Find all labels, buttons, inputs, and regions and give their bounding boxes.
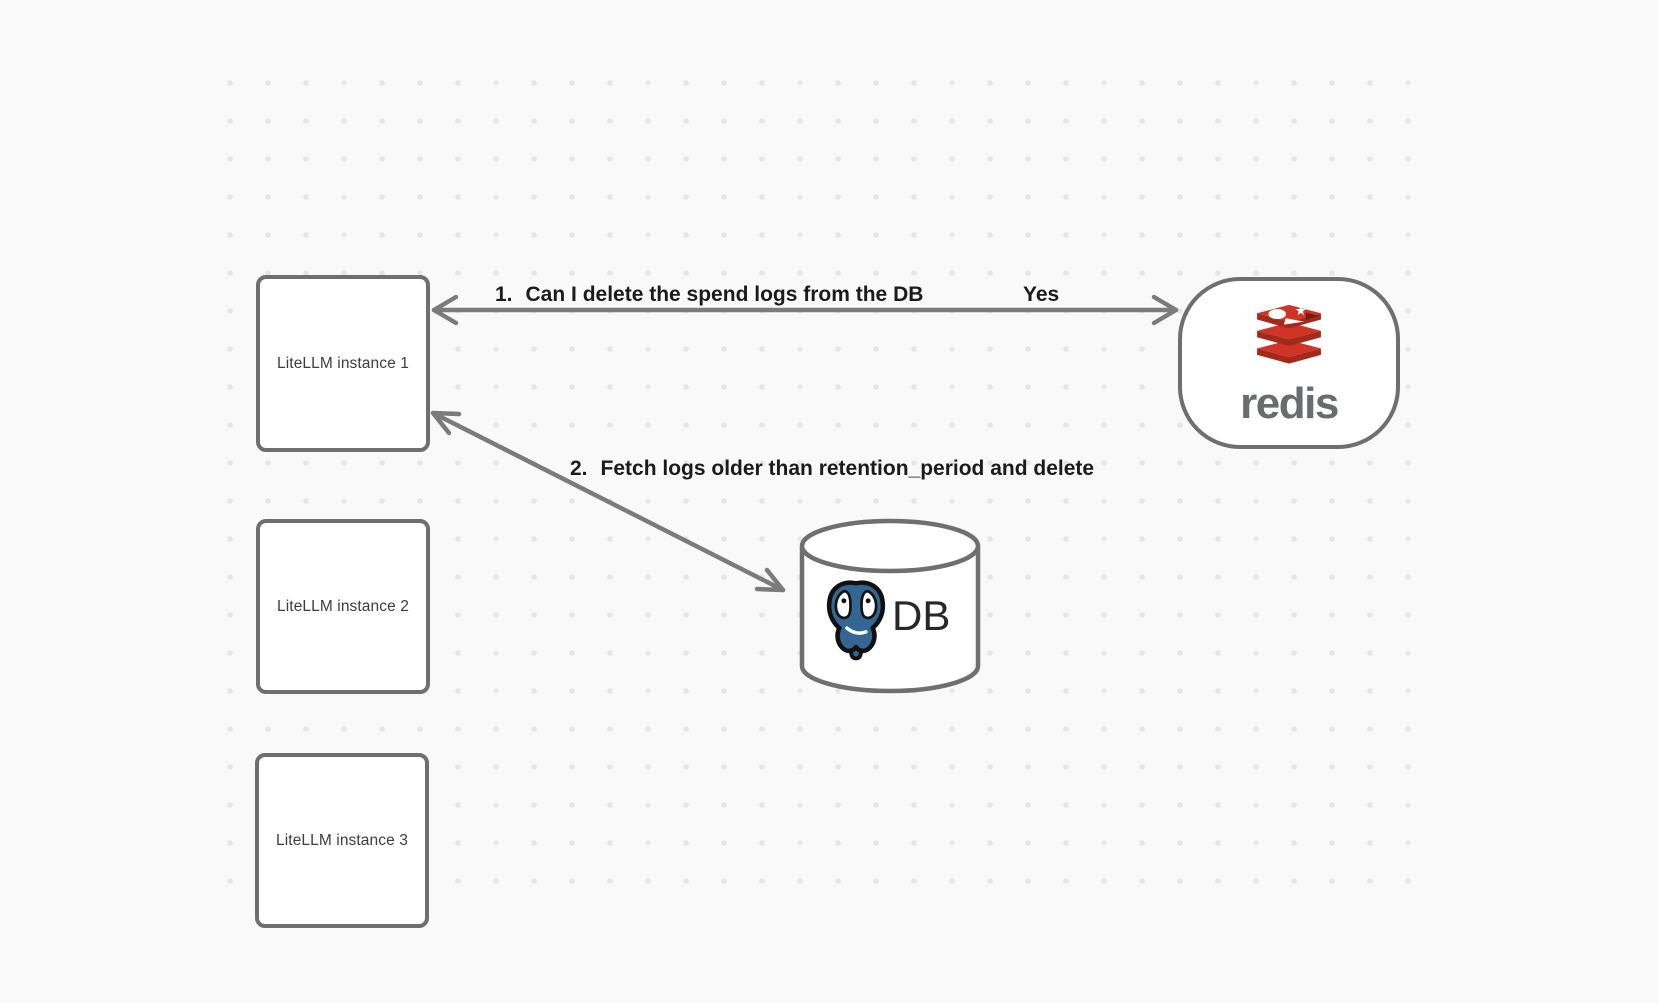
redis-stack-logo-icon (1257, 304, 1321, 364)
edge1-text: Can I delete the spend logs from the DB (525, 283, 924, 306)
edge2-number: 2. (570, 457, 588, 480)
arrow-instance1-db[interactable] (430, 410, 786, 593)
edge1-number: 1. (495, 283, 513, 306)
node-litellm-instance-2[interactable]: LiteLLM instance 2 (256, 519, 430, 694)
edge1-response: Yes (1023, 283, 1060, 306)
arrow-instance1-redis[interactable] (431, 294, 1179, 326)
node-litellm-instance-3[interactable]: LiteLLM instance 3 (255, 753, 429, 928)
postgresql-elephant-icon (826, 580, 886, 661)
db-label: DB (892, 592, 951, 639)
edge2-text: Fetch logs older than retention_period a… (600, 457, 1095, 480)
node-litellm-instance-2-label: LiteLLM instance 2 (277, 597, 409, 615)
redis-wordmark: redis (1240, 378, 1339, 428)
node-litellm-instance-3-label: LiteLLM instance 3 (276, 831, 408, 849)
node-litellm-instance-1-label: LiteLLM instance 1 (277, 354, 409, 372)
node-database[interactable]: DB (798, 518, 982, 694)
node-litellm-instance-1[interactable]: LiteLLM instance 1 (256, 275, 430, 452)
edge2-label: 2. Fetch logs older than retention_period… (570, 458, 1094, 480)
edge1-label: 1. Can I delete the spend logs from the D… (495, 284, 923, 306)
node-redis[interactable]: redis (1178, 277, 1400, 449)
